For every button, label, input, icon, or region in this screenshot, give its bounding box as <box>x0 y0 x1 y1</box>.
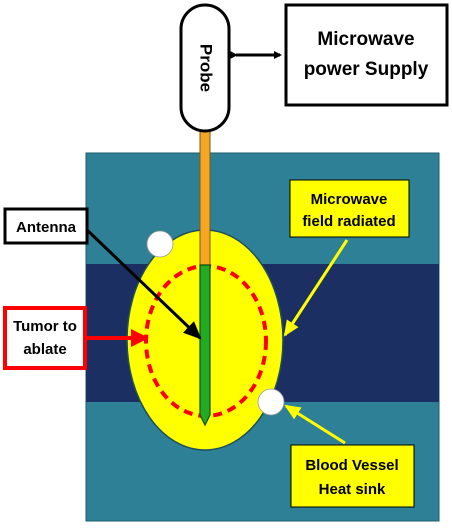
power-supply-label-line1: Microwave <box>317 29 414 50</box>
microwave-field-arrow <box>283 239 349 337</box>
blood-vessel-label-box <box>290 444 415 508</box>
antenna-arrow <box>85 228 202 340</box>
probe-label: Probe <box>197 44 216 92</box>
microwave-field-label-line1: Microwave <box>311 191 388 208</box>
heat-sink-circle-top <box>146 230 174 258</box>
probe-capsule <box>179 3 231 133</box>
power-supply-box <box>284 3 449 107</box>
probe-cable <box>199 129 211 266</box>
tumor-label-line2: ablate <box>23 341 66 358</box>
antenna-label-box <box>3 207 89 245</box>
blood-vessel-label-line1: Blood Vessel <box>305 457 398 474</box>
antenna-label: Antenna <box>16 219 77 236</box>
blood-vessel-arrow <box>284 404 346 445</box>
blood-vessel-label-line2: Heat sink <box>319 481 386 498</box>
microwave-field-label-box <box>289 179 410 238</box>
power-supply-label-line2: power Supply <box>304 59 429 80</box>
tumor-label-line1: Tumor to <box>13 318 77 335</box>
tumor-label-box <box>3 306 87 370</box>
antenna <box>199 264 211 427</box>
heat-sink-circle-bottom <box>257 388 285 416</box>
microwave-field-label-line2: field radiated <box>302 213 395 230</box>
